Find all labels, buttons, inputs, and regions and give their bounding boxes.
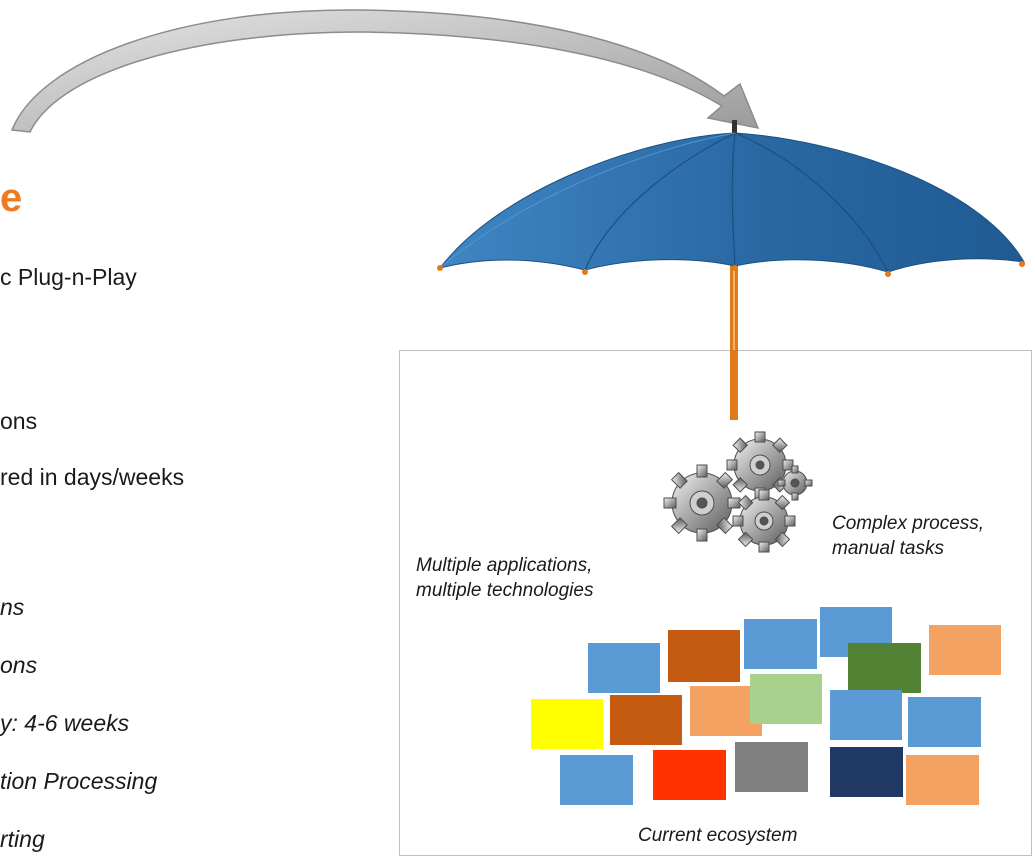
bullet-line-7: tion Processing: [0, 768, 158, 794]
block-blue-4: [830, 690, 902, 740]
bullet-line-6: y: 4-6 weeks: [0, 710, 130, 736]
block-orange-3: [906, 755, 979, 805]
bullet-line-3: red in days/weeks: [0, 464, 185, 490]
block-gray: [735, 742, 808, 792]
applications-label-line-1: Multiple applications,: [416, 555, 593, 576]
bullet-line-5: ons: [0, 652, 38, 678]
curved-arrow-icon: [10, 9, 760, 133]
process-label: Complex process, manual tasks: [832, 511, 984, 561]
umbrella-icon: [437, 120, 1025, 420]
bullet-line-8: rting: [0, 826, 45, 852]
umbrella-shaft: [730, 350, 738, 420]
process-label-line-1: Complex process,: [832, 513, 985, 534]
ecosystem-caption: Current ecosystem: [638, 825, 798, 846]
block-blue-6: [560, 755, 633, 805]
block-green-dark: [848, 643, 921, 693]
block-brown-2: [610, 695, 682, 745]
gears-icon: [663, 431, 813, 553]
block-orange-1: [929, 625, 1001, 675]
panel-heading: e: [0, 176, 23, 220]
block-red: [653, 750, 726, 800]
block-green-light: [750, 674, 822, 724]
process-label-line-2: manual tasks: [832, 538, 944, 559]
block-yellow: [531, 699, 603, 749]
bullet-line-2: ons: [0, 408, 38, 434]
block-navy: [830, 747, 903, 797]
applications-label-line-2: multiple technologies: [416, 580, 594, 601]
applications-label: Multiple applications, multiple technolo…: [416, 553, 593, 603]
block-brown-1: [668, 630, 740, 682]
bullet-line-1: c Plug-n-Play: [0, 264, 137, 290]
block-blue-1: [588, 643, 660, 693]
bullet-line-4: ns: [0, 594, 25, 620]
block-blue-5: [908, 697, 981, 747]
block-blue-2: [744, 619, 817, 669]
